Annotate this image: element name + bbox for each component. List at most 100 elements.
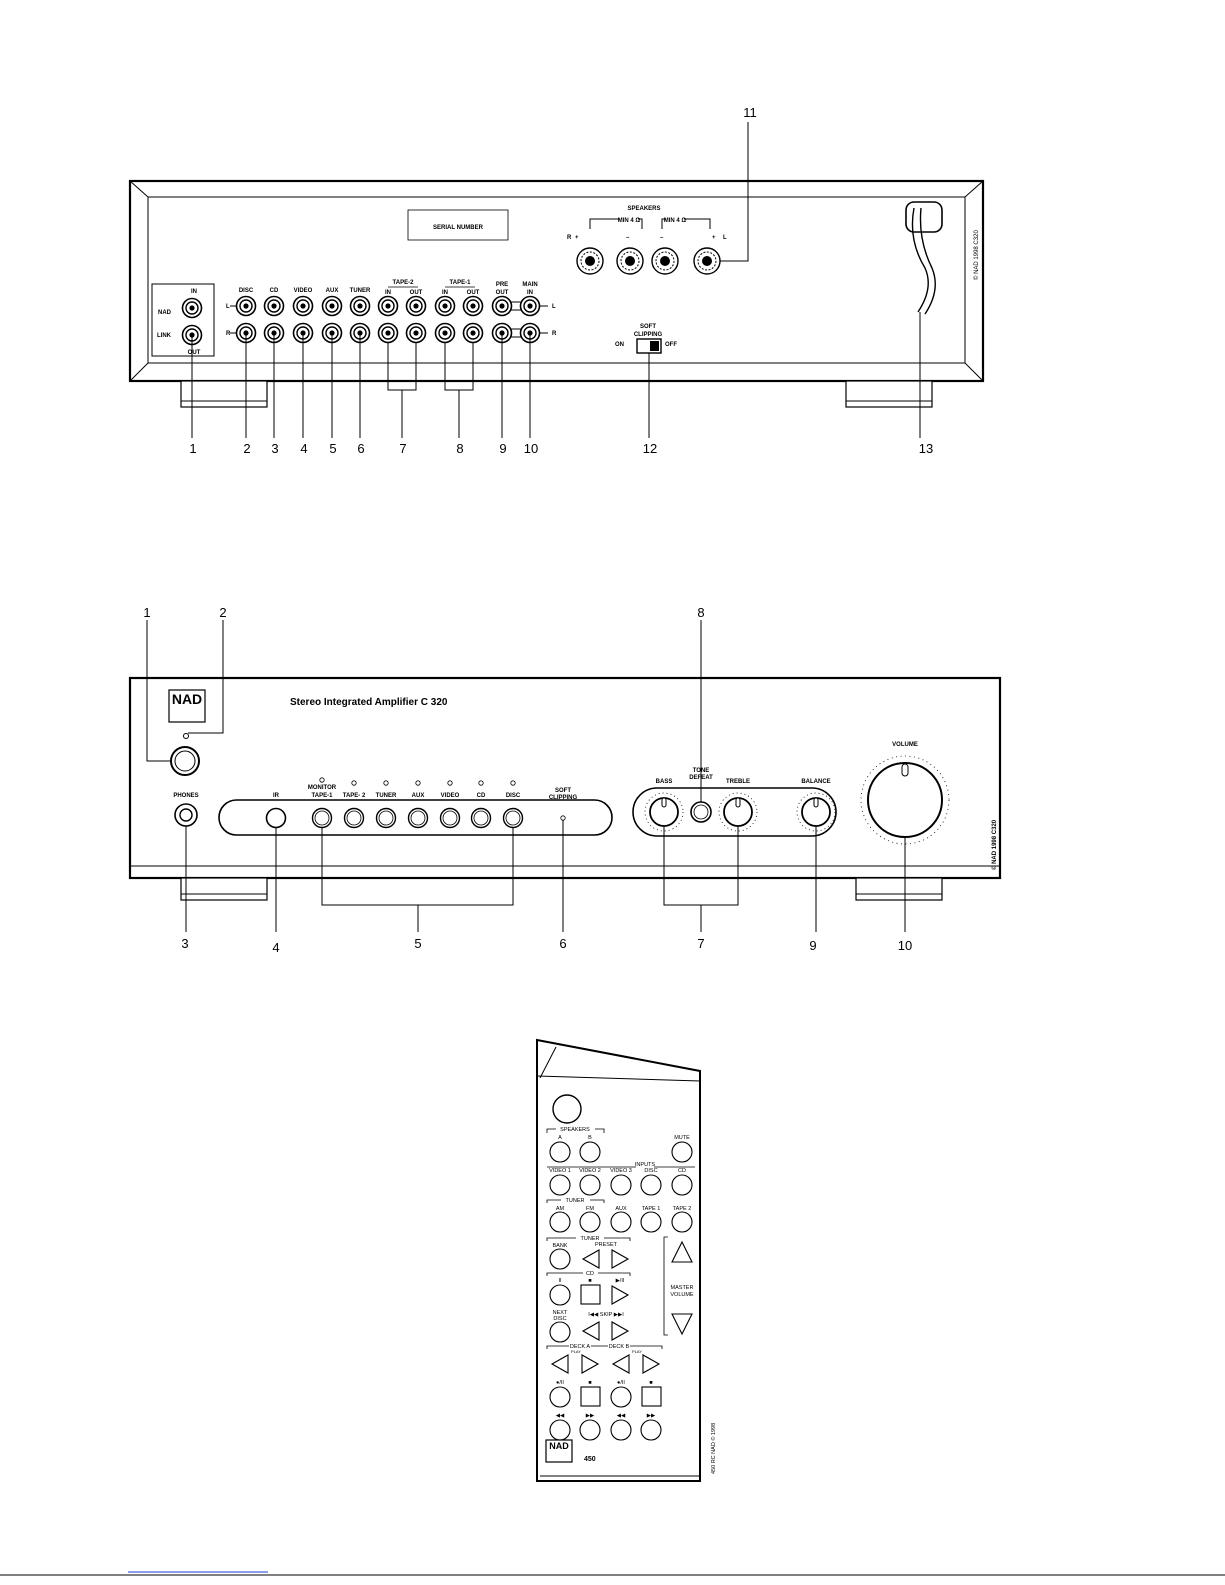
selector-button-tuner[interactable] [375,807,397,829]
remote-speaker-b-button[interactable] [579,1141,601,1163]
speaker-l-label: L [723,235,727,241]
ir-label: IR [273,793,280,799]
rear-callout-3: 3 [271,441,278,456]
jack-tape1-out-l[interactable] [462,295,484,317]
rear-callout-6: 6 [357,441,364,456]
speaker-terminal-r-minus[interactable] [616,247,644,275]
remote-deck-a-reverse-icon[interactable] [550,1354,569,1374]
remote-cd-button[interactable] [671,1174,693,1196]
remote-preset-up-icon[interactable] [611,1249,630,1269]
remote-next-disc-button[interactable] [549,1321,571,1343]
jack-tape2-in-l[interactable] [377,295,399,317]
selector-button-tape2[interactable] [343,807,365,829]
jack-aux-l[interactable] [321,295,343,317]
speaker-terminal-l-minus[interactable] [651,247,679,275]
rear-callout-8: 8 [456,441,463,456]
nad-link-in-jack[interactable] [181,297,203,319]
remote-deck-a-ff-label: ▶▶ [586,1413,595,1419]
nad-logo-box [168,689,206,723]
remote-tape1-button[interactable] [640,1211,662,1233]
monitor-label: MONITOR [308,785,337,791]
bass-knob[interactable] [644,792,684,832]
selector-button-tape1[interactable] [311,807,333,829]
remote-disc-button[interactable] [640,1174,662,1196]
remote-cd-stop-icon[interactable] [580,1284,601,1305]
jack-tape1-out-r[interactable] [462,322,484,344]
selector-button-cd[interactable] [470,807,492,829]
jack-pre-out-l[interactable] [491,295,513,317]
nad-logo: NAD [172,691,202,707]
remote-deck-a-rew-button[interactable] [549,1419,571,1441]
remote-deck-b-play-icon[interactable] [642,1354,661,1374]
remote-video1-label: VIDEO 1 [549,1168,571,1174]
selector-button-disc[interactable] [502,807,524,829]
speaker-r-plus: + [575,235,579,241]
remote-video2-button[interactable] [579,1174,601,1196]
remote-speaker-a-button[interactable] [549,1141,571,1163]
jack-disc-l[interactable] [235,295,257,317]
remote-preset-down-icon[interactable] [581,1249,600,1269]
remote-volume-down-icon[interactable] [671,1313,693,1336]
remote-cd-pause-button[interactable] [549,1284,571,1306]
remote-tuner-label: TUNER [566,1198,585,1204]
remote-deck-a-stop-icon[interactable] [580,1386,601,1407]
remote-volume-up-icon[interactable] [671,1240,693,1263]
remote-deck-a-rec-button[interactable] [549,1386,571,1408]
jack-tuner-l[interactable] [349,295,371,317]
jack-tape2-out-r[interactable] [405,322,427,344]
remote-aux-button[interactable] [610,1211,632,1233]
remote-bank-label: BANK [553,1243,568,1249]
balance-knob[interactable] [796,792,836,832]
front-callout-5: 5 [414,936,421,951]
input-label-aux: AUX [326,288,339,294]
pre-out-label-line2: OUT [496,290,509,296]
remote-deck-b-rew-button[interactable] [610,1419,632,1441]
rear-panel: SERIAL NUMBER SPEAKERS MIN 4 Ω MIN 4 Ω R… [128,105,985,456]
tape1-label: TAPE-1 [450,280,472,286]
speaker-terminal-r-plus[interactable] [576,247,604,275]
remote-tape2-button[interactable] [671,1211,693,1233]
remote-disc-label: DISC [644,1168,657,1174]
remote-deck-b-rec-button[interactable] [610,1386,632,1408]
remote-am-button[interactable] [549,1211,571,1233]
remote-fm-button[interactable] [579,1211,601,1233]
remote-next-disc-line2: DISC [553,1316,566,1322]
jack-tape1-in-l[interactable] [434,295,456,317]
remote-bank-button[interactable] [549,1248,571,1270]
remote-deck-b-ff-label: ▶▶ [647,1413,656,1419]
soft-clipping-front-line1: SOFT [555,788,571,794]
selector-button-video[interactable] [439,807,461,829]
remote-mute-button[interactable] [671,1141,693,1163]
remote-deck-b-ff-button[interactable] [640,1419,662,1441]
remote-deck-b-reverse-icon[interactable] [611,1354,630,1374]
remote-mute-label: MUTE [674,1135,690,1141]
serial-number-plate [407,209,509,241]
jack-main-in-l[interactable] [519,295,541,317]
jack-tape1-in-r[interactable] [434,322,456,344]
speaker-terminal-l-plus[interactable] [693,247,721,275]
remote-skip-back-icon[interactable] [581,1321,600,1341]
front-callout-2: 2 [219,605,226,620]
remote-cd-play-icon[interactable] [611,1285,630,1305]
remote-fm-label: FM [586,1206,594,1212]
remote-model-number: 450 [584,1456,596,1463]
speaker-l-minus: – [660,235,664,241]
jack-tape2-out-l[interactable] [405,295,427,317]
remote-cd-group-label: CD [586,1271,594,1277]
remote-deck-a-ff-button[interactable] [579,1419,601,1441]
main-in-label-line2: IN [527,290,533,296]
jack-tape2-in-r[interactable] [377,322,399,344]
remote-video3-button[interactable] [610,1174,632,1196]
remote-deck-b-stop-icon[interactable] [641,1386,662,1407]
jack-video-l[interactable] [292,295,314,317]
remote-video1-button[interactable] [549,1174,571,1196]
tape2-label: TAPE-2 [393,280,415,286]
volume-knob[interactable] [860,755,950,845]
selector-button-aux[interactable] [407,807,429,829]
jack-cd-l[interactable] [263,295,285,317]
input-label-tuner: TUNER [350,288,371,294]
remote-deck-a-play-icon[interactable] [581,1354,600,1374]
rear-callout-9: 9 [499,441,506,456]
remote-skip-forward-icon[interactable] [611,1321,630,1341]
